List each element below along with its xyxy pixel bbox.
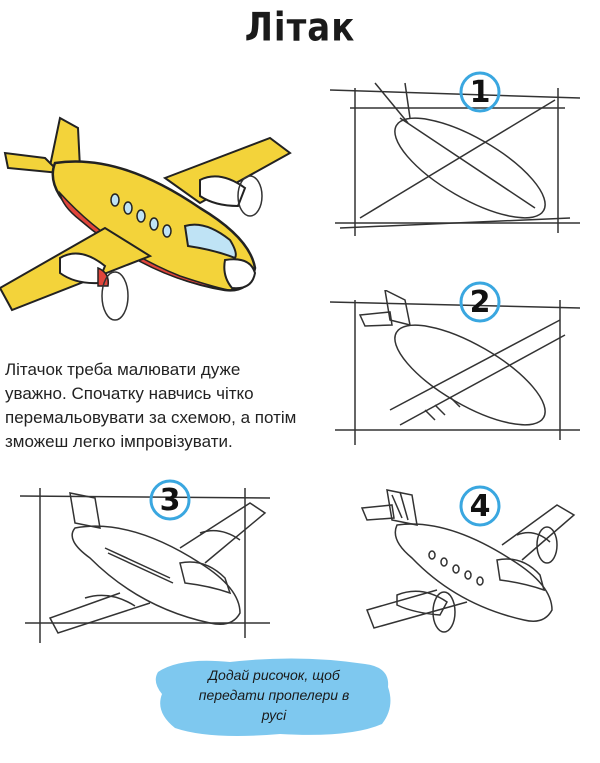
step-3-sketch [20,478,275,648]
step-4-badge: 4 [458,484,502,528]
instruction-text: Літачок треба малювати дуже уважно. Споч… [5,360,297,451]
page-title: Літак [244,5,356,51]
tip-text: Додай рисочок, щоб передати пропелери в … [198,667,350,723]
step-2-badge: 2 [458,280,502,324]
step-4-sketch [352,480,592,650]
tip-callout: Додай рисочок, щоб передати пропелери в … [150,652,400,740]
colored-airplane-illustration [0,108,300,330]
step-1-sketch [330,78,585,238]
step-1-badge: 1 [458,70,502,114]
step-2-sketch [330,290,585,450]
step-3-badge: 3 [148,478,192,522]
